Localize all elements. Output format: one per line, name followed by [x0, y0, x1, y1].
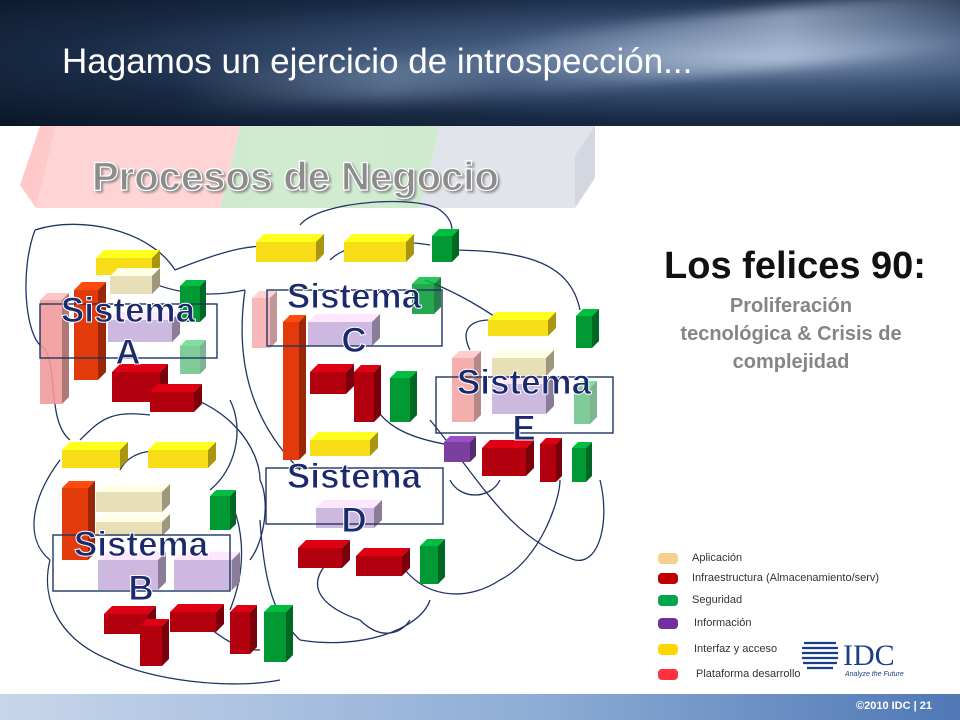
- title-banner: Hagamos un ejercicio de introspección...: [0, 0, 960, 126]
- system-labels: Sistema A Sistema B Sistema C Sistema D …: [39, 277, 614, 609]
- legend-swatch: [658, 573, 678, 584]
- legend-label: Infraestructura (Almacenamiento/serv): [692, 572, 880, 584]
- legend-label: Interfaz y acceso: [694, 643, 778, 655]
- component-block: [390, 371, 417, 422]
- svg-text:D: D: [341, 501, 366, 540]
- band-label: Procesos de Negocio: [92, 155, 499, 199]
- system-label-a: Sistema A: [39, 291, 218, 373]
- component-block: [452, 351, 481, 422]
- component-block: [572, 442, 592, 482]
- component-block: [444, 436, 476, 462]
- component-block: [62, 481, 95, 560]
- subheading-proliferacion: Proliferación tecnológica & Crisis de co…: [628, 292, 954, 376]
- component-block: [354, 365, 381, 422]
- legend-label: Plataforma desarrollo: [696, 668, 801, 680]
- component-block: [283, 315, 306, 460]
- component-block: [174, 552, 240, 590]
- logo-name: IDC: [843, 639, 895, 672]
- svg-text:Sistema: Sistema: [74, 525, 209, 564]
- business-process-band: Procesos de Negocio: [20, 126, 595, 208]
- logo-tagline: Analyze the Future: [844, 671, 904, 678]
- subheading-line: Proliferación: [729, 295, 853, 317]
- component-block: [576, 309, 599, 348]
- component-block: [62, 442, 128, 468]
- component-block: [148, 442, 216, 468]
- legend-swatch: [658, 669, 678, 680]
- subheading-line: tecnológica & Crisis de: [680, 323, 902, 345]
- component-block: [310, 364, 354, 394]
- legend-swatch: [658, 644, 678, 655]
- svg-text:Sistema: Sistema: [61, 291, 196, 330]
- component-block: [40, 293, 69, 404]
- footer-bar: ©2010 IDC | 21: [0, 694, 960, 720]
- heading-felices-90: Los felices 90:: [664, 245, 926, 287]
- component-block: [310, 432, 378, 456]
- svg-text:C: C: [341, 321, 366, 360]
- subheading-line: complejidad: [732, 351, 850, 373]
- system-label-d: Sistema D: [265, 457, 444, 541]
- copyright: ©2010 IDC | 21: [855, 700, 932, 712]
- systems-diagram: Procesos de Negocio: [20, 126, 614, 685]
- component-block: [574, 381, 597, 424]
- legend-label: Información: [694, 617, 752, 629]
- component-block: [316, 500, 382, 528]
- component-block: [308, 314, 380, 346]
- component-block: [140, 619, 169, 666]
- component-block: [150, 384, 202, 412]
- legend-swatch: [658, 553, 678, 564]
- component-block: [230, 605, 257, 654]
- component-block: [96, 484, 170, 512]
- component-block: [344, 234, 414, 262]
- component-block: [432, 229, 459, 262]
- component-block: [252, 291, 277, 348]
- slide-title: Hagamos un ejercicio de introspección...: [62, 42, 693, 81]
- globe-icon: [802, 637, 838, 673]
- component-block: [170, 604, 224, 632]
- legend-label: Aplicación: [692, 552, 743, 564]
- component-block: [264, 605, 293, 662]
- component-block: [98, 552, 166, 590]
- system-label-c: Sistema C: [266, 277, 443, 361]
- component-block: [180, 340, 206, 374]
- svg-text:Sistema: Sistema: [287, 457, 422, 496]
- legend-swatch: [658, 618, 678, 629]
- component-block: [540, 438, 562, 482]
- legend-label: Seguridad: [692, 594, 743, 606]
- component-block: [492, 376, 554, 414]
- component-block: [96, 514, 170, 536]
- component-block: [492, 350, 554, 376]
- svg-text:Sistema: Sistema: [457, 363, 592, 402]
- component-block: [482, 440, 534, 476]
- legend-swatch: [658, 595, 678, 606]
- svg-text:B: B: [128, 569, 153, 608]
- component-block: [110, 268, 160, 294]
- component-block: [210, 490, 236, 530]
- component-block: [488, 312, 556, 336]
- component-block: [420, 539, 445, 584]
- idc-logo: IDC Analyze the Future: [802, 637, 904, 678]
- component-block: [356, 548, 410, 576]
- component-block: [256, 234, 324, 262]
- component-block: [412, 277, 441, 314]
- system-label-b: Sistema B: [52, 525, 231, 609]
- component-block: [108, 312, 180, 342]
- system-label-e: Sistema E: [435, 363, 614, 449]
- svg-text:A: A: [115, 333, 140, 372]
- svg-text:E: E: [512, 409, 535, 448]
- component-blocks: [40, 229, 599, 666]
- component-block: [298, 540, 350, 568]
- svg-text:Sistema: Sistema: [287, 277, 422, 316]
